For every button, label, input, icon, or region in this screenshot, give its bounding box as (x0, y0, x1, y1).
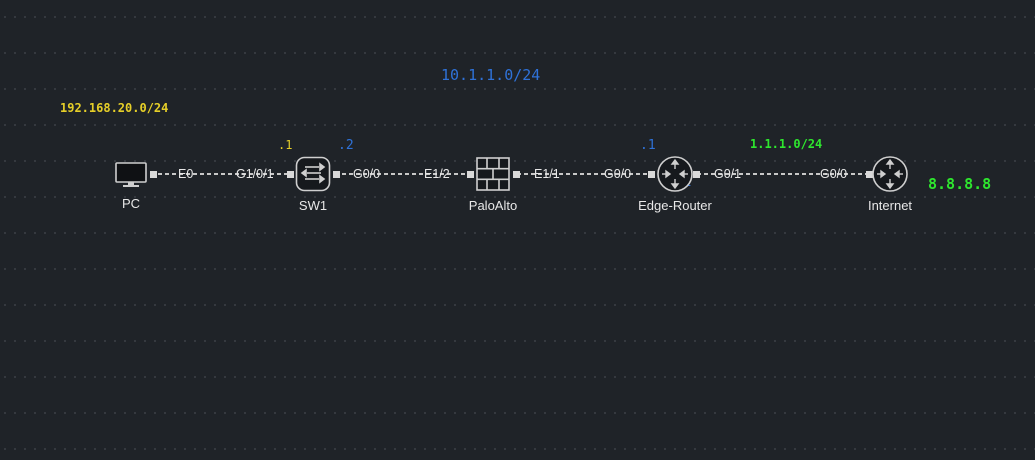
port-dot-er-g01[interactable] (693, 171, 700, 178)
port-label-pa-e11: E1/1 (534, 167, 560, 181)
device-label-internet: Internet (867, 198, 913, 213)
port-dot-sw1-g1[interactable] (287, 171, 294, 178)
port-label-sw1-g00: G0/0 (353, 167, 381, 181)
subnet-label-lan: 192.168.20.0/24 (60, 101, 169, 115)
host-label-sw1-left: .1 (278, 138, 293, 152)
port-dot-pa-e11[interactable] (513, 171, 520, 178)
port-label-pc-e0: E0 (178, 167, 194, 181)
host-label-sw1-right: .2 (338, 138, 354, 153)
device-label-edge-router: Edge-Router (638, 198, 712, 213)
subnet-label-wan: 1.1.1.0/24 (750, 137, 823, 151)
port-dot-er-g00[interactable] (648, 171, 655, 178)
host-label-edge-left: .1 (640, 138, 656, 153)
switch-icon (295, 156, 331, 192)
node-sw1[interactable] (295, 156, 331, 197)
node-paloalto[interactable] (475, 156, 511, 197)
port-label-er-g01: G0/1 (714, 167, 742, 181)
monitor-icon (115, 162, 147, 187)
port-label-er-g00: G0/0 (604, 167, 632, 181)
internet-ip-label: 8.8.8.8 (928, 175, 992, 193)
node-internet[interactable] (871, 155, 909, 198)
device-label-pc: PC (121, 196, 141, 211)
port-dot-sw1-g00[interactable] (333, 171, 340, 178)
port-label-sw1-g1: G1/0/1 (236, 167, 274, 181)
router-icon (872, 156, 908, 192)
device-label-sw1: SW1 (298, 198, 328, 213)
device-label-paloalto: PaloAlto (468, 198, 518, 213)
port-dot-pc-e0[interactable] (150, 171, 157, 178)
firewall-icon (476, 157, 510, 191)
port-dot-inet-g00[interactable] (866, 171, 873, 178)
port-label-pa-e12: E1/2 (424, 167, 450, 181)
router-icon (657, 156, 693, 192)
port-label-inet-g00: G0/0 (820, 167, 848, 181)
node-pc[interactable] (114, 161, 148, 194)
port-dot-pa-e12[interactable] (467, 171, 474, 178)
subnet-label-transit: 10.1.1.0/24 (441, 66, 541, 84)
node-edge-router[interactable] (656, 155, 694, 198)
